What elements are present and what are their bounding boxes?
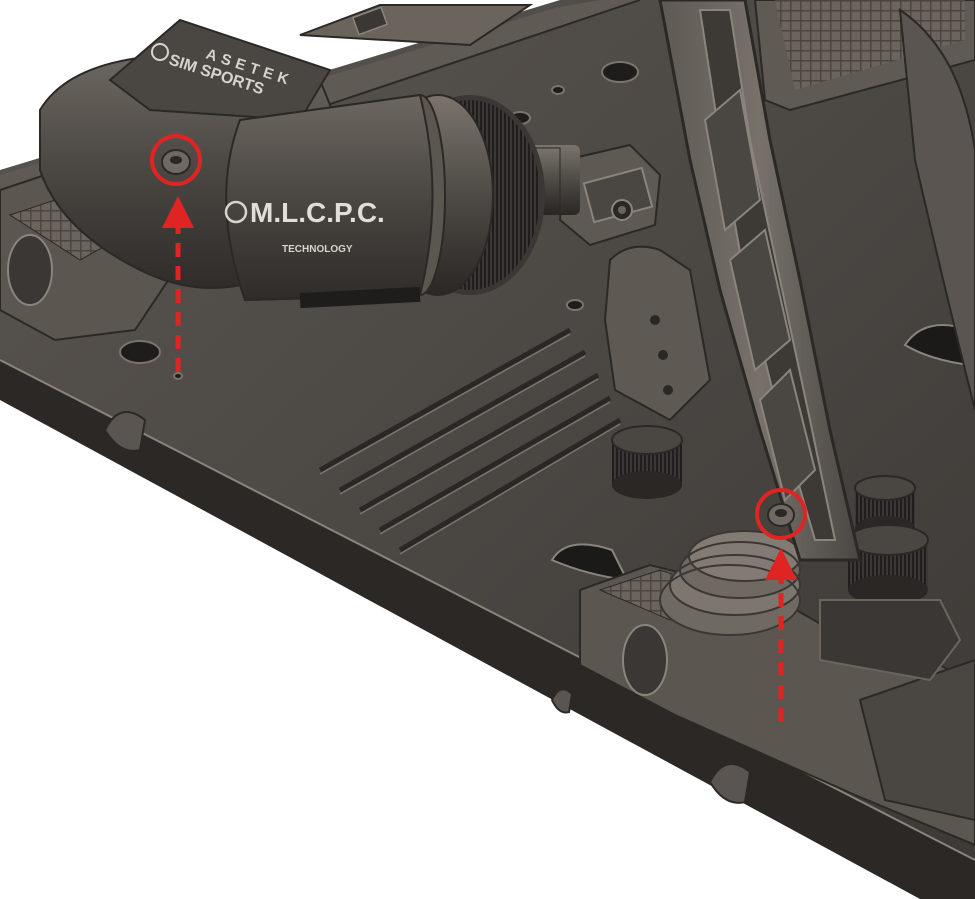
right-rail-block	[579, 563, 975, 847]
edge-clips	[103, 411, 752, 804]
knob-left	[611, 425, 683, 499]
adjust-slots	[550, 324, 971, 582]
up-arrow-icon	[162, 196, 194, 228]
screw-marker-left	[150, 134, 202, 372]
top-rail-details	[299, 4, 534, 47]
sensor-technology-text: TECHNOLOGY	[282, 244, 353, 255]
pivot-mount	[603, 245, 712, 422]
rod-end-linkage	[558, 143, 662, 247]
screw-marker-right	[755, 488, 807, 722]
brand-logo-icon	[151, 43, 169, 61]
sensor-mark-text: M.L.C.P.C.	[250, 197, 385, 228]
pedal-arm	[658, 0, 975, 562]
load-cell-sensor	[39, 18, 580, 309]
screw-head-icon	[161, 149, 191, 175]
thumb-knobs	[611, 425, 962, 682]
up-arrow-icon	[765, 548, 797, 580]
highlight-circle	[150, 134, 202, 186]
screw-head-icon	[767, 503, 795, 527]
sensor-logo-icon	[224, 200, 248, 224]
knob-right-lower	[847, 524, 929, 605]
highlight-circle	[755, 488, 807, 540]
plate-ridges	[318, 327, 622, 553]
